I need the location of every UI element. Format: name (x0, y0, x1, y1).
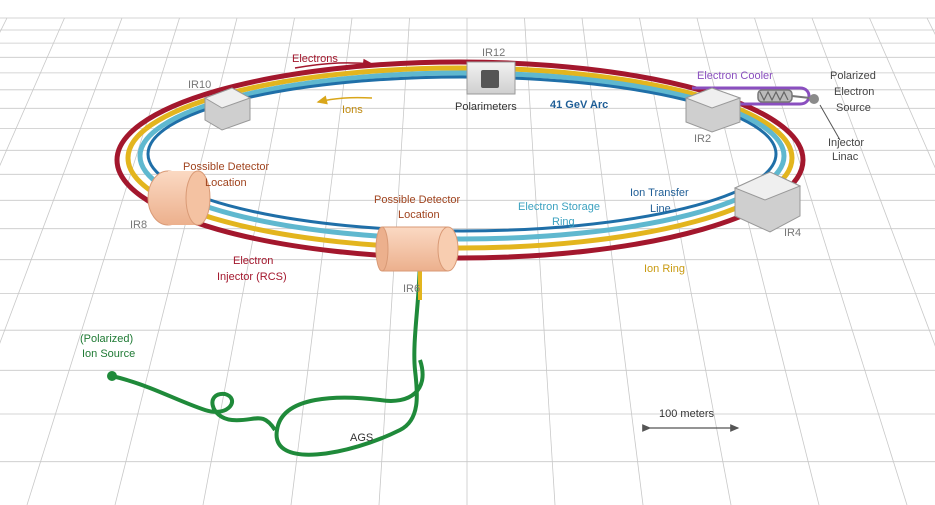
collider-rings (114, 59, 806, 261)
grid-line (869, 17, 935, 169)
grid-line (639, 17, 732, 505)
building-ir4 (733, 171, 802, 233)
linac-leader (819, 104, 841, 141)
transfer-line (146, 75, 778, 233)
grid-line (290, 17, 353, 505)
ion-source-dot (107, 371, 117, 381)
grid-line (811, 17, 935, 347)
label-ir8: IR8 (130, 219, 147, 231)
label-storage-ring-1: Electron Storage (518, 201, 600, 213)
label-electron-cooler: Electron Cooler (697, 70, 773, 82)
building-ir10 (203, 87, 252, 131)
label-injector-linac-1: Injector (828, 137, 864, 149)
label-ir12: IR12 (482, 47, 505, 59)
label-ir10: IR10 (188, 79, 211, 91)
label-polarized-source-2: Electron (834, 86, 874, 98)
grid-line (524, 17, 556, 505)
label-storage-ring-2: Ring (552, 216, 575, 228)
label-electrons: Electrons (292, 53, 338, 65)
label-arc: 41 GeV Arc (550, 99, 608, 111)
label-ags: AGS (350, 432, 373, 444)
label-polarimeters: Polarimeters (455, 101, 517, 113)
label-ir4: IR4 (784, 227, 801, 239)
building-ir12 (466, 61, 516, 95)
electron-source-icon (809, 94, 819, 104)
label-ions: Ions (342, 104, 363, 116)
label-ion-source-1: (Polarized) (80, 333, 133, 345)
grid-line (26, 17, 180, 505)
label-ir6: IR6 (403, 283, 420, 295)
grid-line (202, 17, 295, 505)
polarimeter-icon (481, 70, 499, 88)
grid-line (0, 17, 65, 167)
detector-ir8 (147, 170, 211, 226)
label-detector-b-2: Location (398, 209, 440, 221)
label-ion-source-2: Ion Source (82, 348, 135, 360)
detector-ir6 (375, 226, 459, 272)
grid-line (926, 17, 935, 35)
building-ir2 (684, 87, 742, 133)
label-electron-injector-2: Injector (RCS) (217, 271, 287, 283)
electron-ring (114, 59, 806, 261)
ions-arrow (316, 95, 373, 105)
grid-line (581, 17, 644, 505)
label-scale: 100 meters (659, 408, 715, 420)
label-detector-b-1: Possible Detector (374, 194, 461, 206)
grid-line (0, 17, 8, 33)
grid-line (0, 17, 123, 344)
electrons-arrow (294, 58, 374, 69)
label-injector-linac-2: Linac (832, 151, 859, 163)
label-polarized-source-3: Source (836, 102, 871, 114)
electron-cooler (692, 86, 819, 106)
label-detector-a-1: Possible Detector (183, 161, 270, 173)
label-polarized-source-1: Polarized (830, 70, 876, 82)
ion-ring (125, 65, 795, 251)
injector-coil (757, 89, 793, 103)
ion-source-line (107, 254, 425, 457)
label-detector-a-2: Location (205, 177, 247, 189)
label-transfer-line-1: Ion Transfer (630, 187, 689, 199)
label-ir2: IR2 (694, 133, 711, 145)
label-transfer-line-2: Line (650, 203, 671, 215)
label-ion-ring: Ion Ring (644, 263, 685, 275)
storage-ring-inner (137, 70, 787, 242)
label-electron-injector-1: Electron (233, 255, 273, 267)
